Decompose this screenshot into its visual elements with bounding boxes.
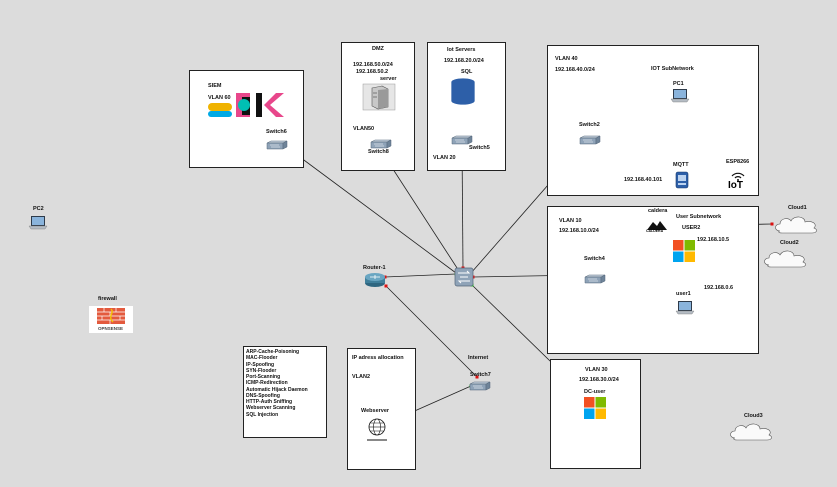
attack-item: ICMP-Redirection bbox=[246, 380, 288, 387]
elk-logo-icon bbox=[206, 91, 286, 119]
switch5-label: Switch5 bbox=[469, 145, 490, 151]
pc1-icon[interactable] bbox=[670, 88, 690, 109]
switch8-icon[interactable] bbox=[370, 136, 392, 154]
attack-item: MAC-Flooder bbox=[246, 355, 278, 362]
database-icon[interactable] bbox=[449, 77, 477, 106]
ip-allocation-box[interactable]: IP adress allocation VLAN2 Webserver bbox=[347, 348, 416, 470]
central-switch-icon[interactable] bbox=[454, 267, 474, 287]
dc-user-windows-icon[interactable] bbox=[583, 396, 607, 425]
caldera-logo-text: CALDERA bbox=[646, 229, 664, 233]
port-indicator bbox=[384, 284, 388, 288]
user1-ip: 192.168.0.6 bbox=[704, 285, 734, 291]
webserver-globe-icon[interactable] bbox=[366, 418, 388, 442]
attack-item: IP-Spoofing bbox=[246, 361, 275, 368]
mqtt-label: MQTT bbox=[673, 162, 689, 168]
vlan40-box[interactable]: VLAN 40 192.168.40.0/24 IOT SubNetwork P… bbox=[547, 45, 759, 196]
switch7-label: Switch7 bbox=[470, 372, 491, 378]
vlan10-subtitle: User Subnetwork bbox=[676, 214, 722, 220]
vlan30-subnet: 192.168.30.0/24 bbox=[579, 377, 619, 383]
cloud3-icon[interactable] bbox=[727, 421, 777, 446]
esp8266-label: ESP8266 bbox=[726, 159, 750, 165]
webserver-label: Webserver bbox=[361, 408, 390, 414]
link-switch6-core[interactable] bbox=[284, 145, 457, 274]
vlan30-title: VLAN 30 bbox=[585, 367, 608, 373]
iot-icon[interactable]: IoT bbox=[727, 169, 749, 191]
switch6-label: Switch6 bbox=[266, 129, 287, 135]
attack-item: DNS-Spoofing bbox=[246, 392, 280, 399]
attack-item: ARP-Cache-Poisoning bbox=[246, 349, 300, 355]
siem-vlan: VLAN 60 bbox=[208, 95, 231, 101]
vlan40-subtitle: IOT SubNetwork bbox=[651, 66, 694, 72]
attack-item: Automatic Hijack Daemon bbox=[246, 386, 308, 393]
iot-servers-box[interactable]: Iot Servers 192.168.20.0/24 SQL Switch5 … bbox=[427, 42, 506, 171]
siem-title: SIEM bbox=[208, 83, 222, 89]
pc2-label: PC2 bbox=[33, 206, 44, 212]
siem-box[interactable]: SIEM VLAN 60 Switch6 bbox=[189, 70, 304, 168]
vlan30-box[interactable]: VLAN 30 192.168.30.0/24 DC-user bbox=[550, 359, 641, 469]
dc-user-label: DC-user bbox=[584, 389, 606, 395]
dmz-title: DMZ bbox=[372, 46, 384, 52]
cloud3-label: Cloud3 bbox=[744, 413, 763, 419]
ip-allocation-vlan: VLAN2 bbox=[352, 374, 371, 380]
iot-servers-vlan: VLAN 20 bbox=[433, 155, 456, 161]
firewall-logo-text: OPNSENSE bbox=[98, 326, 124, 331]
attack-item: HTTP-Auth Sniffing bbox=[246, 399, 293, 405]
switch5-icon[interactable] bbox=[451, 132, 473, 150]
caldera-icon[interactable]: CALDERA bbox=[645, 219, 669, 235]
cloud2-icon[interactable] bbox=[761, 248, 811, 273]
vlan10-title: VLAN 10 bbox=[559, 218, 582, 224]
dmz-box[interactable]: DMZ 192.168.50.0/24 192.168.50.2 server … bbox=[341, 42, 415, 171]
attack-item: SQL Injection bbox=[246, 411, 279, 418]
link-router-core[interactable] bbox=[384, 273, 457, 278]
dmz-subnet: 192.168.50.0/24 bbox=[353, 62, 393, 68]
cloud1-icon[interactable] bbox=[772, 214, 822, 239]
vlan10-box[interactable]: VLAN 10 192.168.10.0/24 caldera CALDERA … bbox=[547, 206, 759, 354]
internet-label: Internet bbox=[468, 355, 489, 361]
router-icon[interactable] bbox=[364, 272, 386, 288]
user2-label: USER2 bbox=[682, 225, 701, 231]
switch2-label: Switch2 bbox=[579, 122, 600, 128]
dmz-vlan: VLAN50 bbox=[353, 126, 375, 132]
mqtt-device-icon[interactable] bbox=[675, 171, 689, 189]
router1-label: Router-1 bbox=[363, 265, 386, 271]
switch8-label: Switch8 bbox=[368, 149, 389, 155]
pc2-icon[interactable] bbox=[28, 215, 48, 236]
switch2-icon[interactable] bbox=[579, 132, 601, 150]
cloud1-label: Cloud1 bbox=[788, 205, 807, 211]
switch7-icon[interactable] bbox=[469, 378, 491, 396]
server-icon[interactable] bbox=[362, 83, 396, 111]
cloud2-label: Cloud2 bbox=[780, 240, 799, 246]
sql-label: SQL bbox=[461, 69, 473, 75]
vlan40-subnet: 192.168.40.0/24 bbox=[555, 67, 595, 73]
user1-icon[interactable] bbox=[675, 300, 695, 321]
iot-logo-text: IoT bbox=[728, 180, 743, 191]
port-indicator bbox=[475, 375, 479, 379]
windows-user-ip: 192.168.10.5 bbox=[697, 237, 730, 243]
attack-item: Port-Scanning bbox=[246, 374, 281, 380]
dmz-server-label: server bbox=[380, 76, 397, 82]
caldera-label: caldera bbox=[648, 208, 668, 214]
ip-allocation-title: IP adress allocation bbox=[352, 355, 404, 361]
vlan40-title: VLAN 40 bbox=[555, 56, 578, 62]
mqtt-ip: 192.168.40.101 bbox=[624, 177, 663, 183]
firewall-icon[interactable]: OPNSENSE bbox=[89, 306, 133, 333]
link-router-switch7[interactable] bbox=[385, 285, 478, 378]
dmz-server-ip: 192.168.50.2 bbox=[356, 69, 389, 75]
iot-servers-subnet: 192.168.20.0/24 bbox=[444, 58, 484, 64]
port-indicator bbox=[770, 222, 774, 226]
switch4-label: Switch4 bbox=[584, 256, 605, 262]
attack-item: Webserver Scanning bbox=[246, 405, 296, 412]
iot-servers-title: Iot Servers bbox=[447, 47, 476, 53]
firewall-label: firewall bbox=[98, 296, 117, 302]
switch4-icon[interactable] bbox=[584, 271, 606, 289]
windows-user-icon[interactable] bbox=[672, 239, 696, 268]
pc1-label: PC1 bbox=[673, 81, 684, 87]
user1-label: user1 bbox=[676, 291, 691, 297]
switch6-icon[interactable] bbox=[266, 137, 288, 155]
attack-item: SYN-Flooder bbox=[246, 367, 277, 374]
vlan10-subnet: 192.168.10.0/24 bbox=[559, 228, 599, 234]
